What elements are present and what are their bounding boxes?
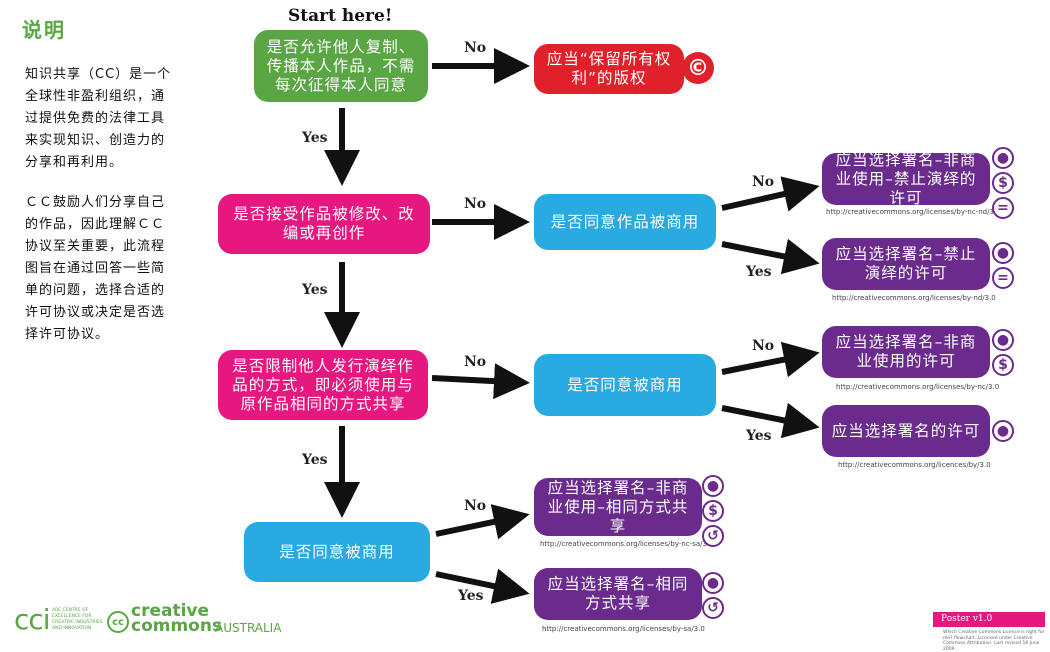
edge-label-c2-yes: Yes bbox=[746, 428, 772, 444]
question-allow-adaptations-box: 是否接受作品被修改、改编或再创作 bbox=[218, 194, 430, 254]
arrow-c1-no bbox=[721, 176, 820, 212]
outcome-by-url: http://creativecommons.org/licences/by/3… bbox=[838, 461, 991, 469]
footer-fine-print: Which Creative Commons Licence is right … bbox=[943, 630, 1045, 652]
outcome-all-rights-reserved-box: 应当“保留所有权利”的版权 bbox=[534, 44, 684, 94]
question-commercial-1-box: 是否同意作品被商用 bbox=[534, 194, 716, 250]
arrow-c3-no bbox=[435, 504, 530, 540]
edge-label-q2-no: No bbox=[464, 196, 487, 212]
attribution-icon: ● bbox=[992, 329, 1014, 351]
cc-logo-icon: cc bbox=[107, 611, 129, 633]
outcome-by-nc-sa-box: 应当选择署名–非商业使用–相同方式共享 bbox=[534, 478, 702, 536]
edge-label-q3-no: No bbox=[464, 354, 487, 370]
outcome-by-sa-url: http://creativecommons.org/licenses/by-s… bbox=[542, 625, 705, 633]
noderivs-icon: = bbox=[992, 267, 1014, 289]
outcome-by-nc-sa-url: http://creativecommons.org/licenses/by-n… bbox=[540, 540, 714, 548]
sharealike-icon: ↺ bbox=[702, 597, 724, 619]
outcome-by-box: 应当选择署名的许可 bbox=[822, 405, 990, 457]
question-commercial-2-box: 是否同意被商用 bbox=[534, 354, 716, 416]
cc-logo-commons: commons bbox=[131, 616, 223, 636]
sharealike-icon: ↺ bbox=[702, 525, 724, 547]
question-commercial-3-box: 是否同意被商用 bbox=[244, 522, 430, 582]
attribution-icon: ● bbox=[992, 420, 1014, 442]
cci-logo-caption: ARC CENTRE OF EXCELLENCE FOR CREATIVE IN… bbox=[52, 608, 103, 631]
arrow-c2-no bbox=[721, 341, 820, 378]
outcome-by-sa-box: 应当选择署名–相同方式共享 bbox=[534, 568, 702, 620]
copyright-icon: © bbox=[682, 52, 714, 84]
cc-logo-creative: creative bbox=[131, 601, 210, 621]
outcome-by-nc-box: 应当选择署名–非商业使用的许可 bbox=[822, 326, 990, 378]
arrow-c3-yes bbox=[435, 568, 530, 604]
edge-label-c3-yes: Yes bbox=[458, 588, 484, 604]
attribution-icon: ● bbox=[992, 147, 1014, 169]
edge-label-q3-yes: Yes bbox=[302, 452, 328, 468]
edge-label-c3-no: No bbox=[464, 498, 487, 514]
outcome-by-nc-url: http://creativecommons.org/licenses/by-n… bbox=[836, 383, 1000, 391]
question-allow-copy-box: 是否允许他人复制、传播本人作品，不需每次征得本人同意 bbox=[254, 30, 428, 102]
attribution-icon: ● bbox=[702, 475, 724, 497]
attribution-icon: ● bbox=[992, 242, 1014, 264]
outcome-by-nd-box: 应当选择署名–禁止演绎的许可 bbox=[822, 238, 990, 290]
outcome-by-nd-url: http://creativecommons.org/licenses/by-n… bbox=[832, 294, 996, 302]
start-here-label: Start here! bbox=[288, 6, 393, 26]
noncommercial-icon: $ bbox=[702, 500, 724, 522]
cci-logo: cci bbox=[14, 603, 51, 636]
edge-label-q2-yes: Yes bbox=[302, 282, 328, 298]
edge-label-c2-no: No bbox=[752, 338, 775, 354]
edge-label-c1-no: No bbox=[752, 174, 775, 190]
noncommercial-icon: $ bbox=[992, 354, 1014, 376]
edge-label-q1-no: No bbox=[464, 40, 487, 56]
cc-logo-australia: AUSTRALIA bbox=[215, 621, 282, 635]
edge-label-q1-yes: Yes bbox=[302, 130, 328, 146]
outcome-by-nc-nd-url: http://creativecommons.org/licenses/by-n… bbox=[826, 208, 1001, 216]
sidebar-intro-paragraph: 知识共享（CC）是一个 全球性非盈利组织，通 过提供免费的法律工具 来实现知识、… bbox=[25, 67, 172, 170]
edge-label-c1-yes: Yes bbox=[746, 264, 772, 280]
noncommercial-icon: $ bbox=[992, 172, 1014, 194]
sidebar-title: 说明 bbox=[22, 18, 66, 42]
arrow-c2-yes bbox=[721, 402, 820, 439]
attribution-icon: ● bbox=[702, 572, 724, 594]
poster-version-badge: Poster v1.0 bbox=[933, 612, 1045, 627]
sidebar-purpose-paragraph: ＣＣ鼓励人们分享自己 的作品，因此理解ＣＣ 协议至关重要，此流程 图旨在通过回答… bbox=[25, 195, 166, 342]
question-sharealike-box: 是否限制他人发行演绎作品的方式，即必须使用与原作品相同的方式共享 bbox=[218, 350, 428, 420]
outcome-by-nc-nd-box: 应当选择署名–非商业使用–禁止演绎的许可 bbox=[822, 151, 990, 207]
noderivs-icon: = bbox=[992, 197, 1014, 219]
arrow-c1-yes bbox=[721, 238, 820, 275]
arrow-q3-no bbox=[431, 363, 530, 400]
